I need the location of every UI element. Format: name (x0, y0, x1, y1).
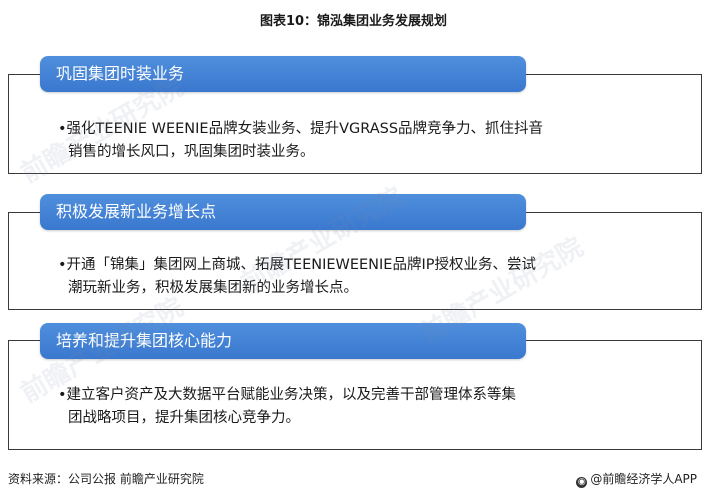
figure-title: 图表10：锦泓集团业务发展规划 (259, 14, 448, 29)
section-heading-1: 巩固集团时装业务 (40, 56, 526, 92)
section-heading-3: 培养和提升集团核心能力 (40, 323, 526, 359)
section-body-3-line2: 团战略项目，提升集团核心竞争力。 (68, 410, 300, 426)
section-body-1-line1: •强化TEENIE WEENIE品牌女装业务、提升VGRASS品牌竞争力、抓住抖… (58, 121, 544, 137)
section-body-2-line2: 潮玩新业务，积极发展集团新的业务增长点。 (68, 280, 358, 296)
brand-logo-icon: ◉ (576, 477, 588, 488)
section-body-3-line1: •建立客户资产及大数据平台赋能业务决策，以及完善干部管理体系等集 (58, 387, 517, 403)
brand-credit: ◉@前瞻经济学人APP (576, 470, 697, 488)
section-body-2: •开通「锦集」集团网上商城、拓展TEENIEWEENIE品牌IP授权业务、尝试 … (58, 254, 658, 300)
brand-credit-text: @前瞻经济学人APP (590, 472, 697, 486)
source-note: 资料来源：公司公报 前瞻产业研究院 (8, 472, 204, 486)
section-body-2-line1: •开通「锦集」集团网上商城、拓展TEENIEWEENIE品牌IP授权业务、尝试 (58, 257, 536, 273)
section-body-1-line2: 销售的增长风口，巩固集团时装业务。 (68, 144, 315, 160)
section-body-1: •强化TEENIE WEENIE品牌女装业务、提升VGRASS品牌竞争力、抓住抖… (58, 118, 658, 164)
section-heading-2: 积极发展新业务增长点 (40, 194, 526, 230)
section-body-3: •建立客户资产及大数据平台赋能业务决策，以及完善干部管理体系等集 团战略项目，提… (58, 384, 658, 430)
